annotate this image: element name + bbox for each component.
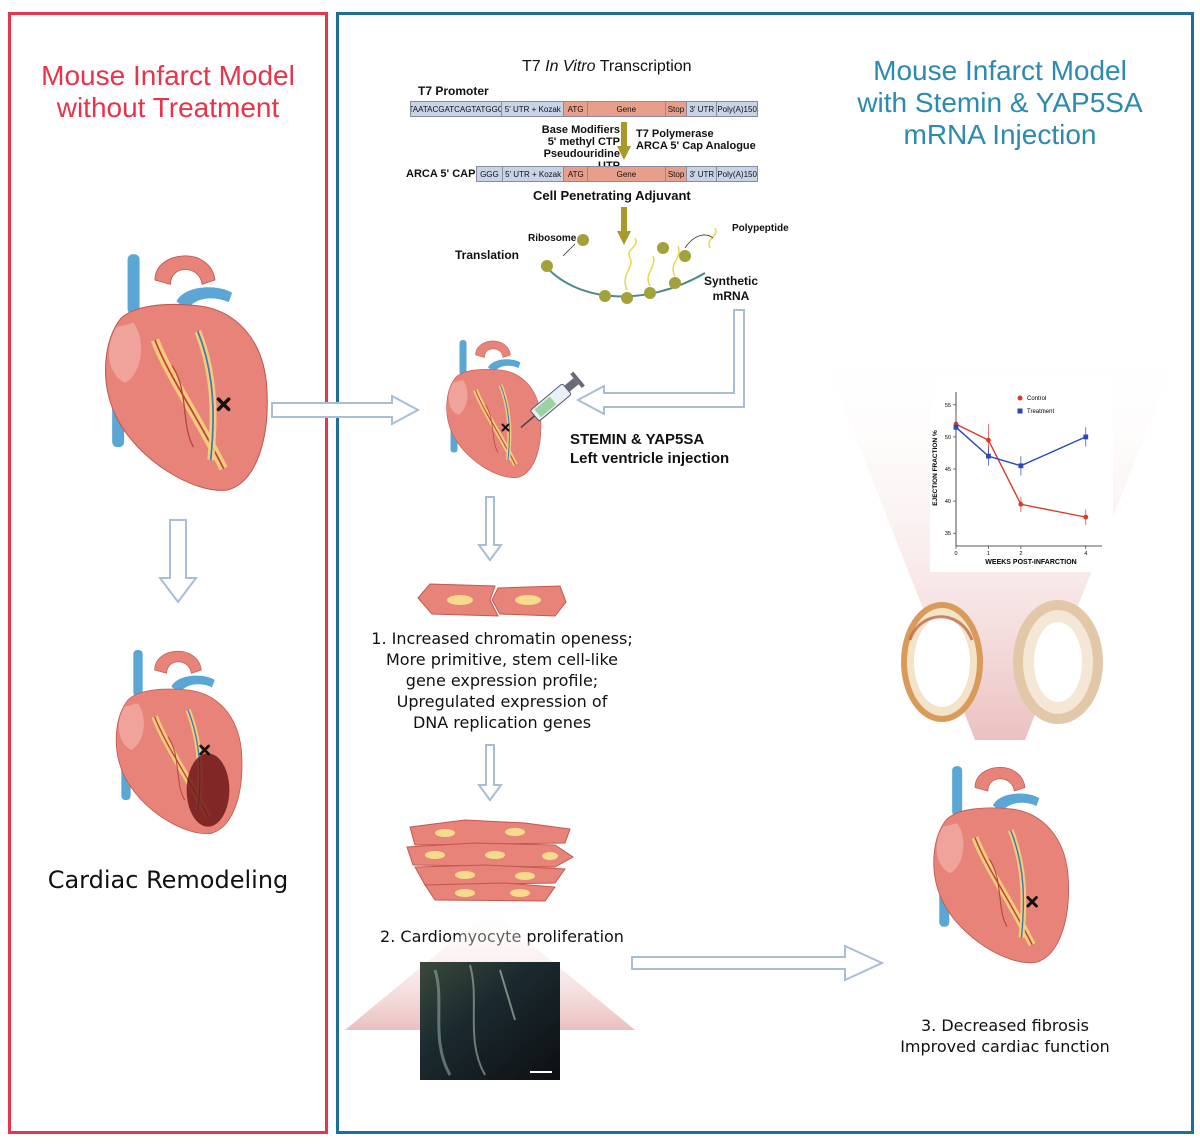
treated-title: Mouse Infarct Model with Stemin & YAP5SA…	[830, 55, 1170, 151]
adjuvant-arrow	[617, 207, 631, 245]
transcription-title-prefix: T7	[522, 58, 546, 75]
chart-point-treatment	[953, 424, 959, 430]
adjuvant-label: Cell Penetrating Adjuvant	[533, 188, 691, 203]
product-gene: Gene	[588, 167, 666, 181]
injection-line-1: STEMIN & YAP5SA	[570, 431, 705, 448]
translation-label: Translation	[455, 248, 520, 262]
chart-line-treatment	[955, 426, 1087, 467]
microscopy-image	[345, 910, 635, 1080]
polypeptide-label: Polypeptide	[732, 223, 789, 234]
untreated-title: Mouse Infarct Model without Treatment	[20, 60, 316, 124]
product-ggg: GGG	[477, 167, 503, 181]
transcription-title: T7 In Vitro Transcription	[522, 58, 692, 76]
untreated-title-line-2: without Treatment	[56, 92, 280, 123]
reagent-t7-polymerase: T7 Polymerase	[636, 128, 714, 140]
chart-legend-marker-control	[1017, 395, 1023, 401]
chart-x-axis-label: WEEKS POST-INFARCTION	[985, 559, 1076, 566]
chart-y-tick-label: 55	[945, 403, 951, 409]
transcription-title-suffix: Transcription	[595, 58, 692, 75]
chart-x-tick-label: 1	[987, 551, 990, 557]
chart-y-tick-label: 40	[945, 499, 951, 505]
bar-atg: ATG	[564, 102, 588, 116]
bar-stop: Stop	[665, 102, 688, 116]
reagent-base-modifiers: Base Modifiers	[541, 124, 620, 136]
bar-3utr: 3' UTR	[687, 102, 718, 116]
heart-remodeled-icon	[108, 640, 248, 840]
right-reagents: T7 Polymerase ARCA 5' Cap Analogue	[636, 128, 756, 152]
translation-illustration	[541, 228, 717, 304]
step3-line-2: Improved cardiac function	[900, 1037, 1110, 1056]
step3-line-1: 3. Decreased fibrosis	[921, 1016, 1089, 1035]
injection-line-2: Left ventricle injection	[570, 450, 730, 467]
chart-y-tick-label: 35	[945, 531, 951, 537]
reagent-arca-cap: ARCA 5' Cap Analogue	[636, 140, 756, 152]
product-mrna-bar: GGG 5' UTR + Kozak ATG Gene Stop 3' UTR …	[476, 166, 758, 182]
chart-x-tick-label: 4	[1084, 551, 1087, 557]
cardiomyocyte-icon	[417, 583, 567, 617]
chart-y-tick-label: 50	[945, 435, 951, 441]
bar-5utr: 5' UTR + Kozak	[502, 102, 565, 116]
chart-x-tick-label: 0	[954, 551, 957, 557]
template-dna-bar: TAATACGATCAGTATGGG 5' UTR + Kozak ATG Ge…	[410, 101, 758, 117]
step1-text: 1. Increased chromatin openess; More pri…	[352, 628, 652, 733]
cardiac-remodeling-label: Cardiac Remodeling	[47, 866, 289, 894]
treated-title-line-3: mRNA Injection	[903, 119, 1097, 150]
untreated-title-line-1: Mouse Infarct Model	[41, 60, 295, 91]
reagent-arrow	[617, 122, 631, 160]
product-5utr: 5' UTR + Kozak	[502, 167, 565, 181]
chart-legend-label-control: Control	[1027, 396, 1046, 402]
mrna-line-2: mRNA	[712, 289, 750, 303]
left-reagents: Base Modifiers 5' methyl CTP Pseudouridi…	[530, 124, 620, 172]
chart-x-tick-label: 2	[1019, 551, 1022, 557]
chart-y-axis-label: EJECTION FRACTION %	[932, 430, 939, 506]
syringe-icon	[520, 371, 585, 429]
heart-sections-image	[901, 600, 1103, 724]
ribosome-label: Ribosome	[528, 233, 577, 244]
step3-text: 3. Decreased fibrosis Improved cardiac f…	[885, 1015, 1125, 1057]
proliferating-cells-icon	[406, 819, 574, 902]
transcription-title-italic: In Vitro	[545, 58, 596, 75]
mrna-line-1: Synthetic	[704, 274, 759, 288]
product-atg: ATG	[564, 167, 589, 181]
step1-line-2: More primitive, stem cell-like	[385, 650, 619, 669]
treated-title-line-1: Mouse Infarct Model	[873, 55, 1127, 86]
chart-point-treatment	[986, 453, 991, 459]
promoter-label: T7 Promoter	[418, 84, 489, 98]
reagent-methyl-ctp: 5' methyl CTP	[547, 136, 620, 148]
bar-polya: Poly(A)150	[717, 102, 757, 116]
cap-label: ARCA 5' CAP	[406, 168, 476, 180]
chart-point-control	[1083, 514, 1089, 520]
step1-line-5: DNA replication genes	[412, 713, 592, 732]
step1-line-3: gene expression profile;	[405, 671, 599, 690]
chart-point-treatment	[1083, 434, 1089, 440]
injection-label: STEMIN & YAP5SA Left ventricle injection	[570, 430, 729, 468]
treated-panel	[336, 12, 1194, 1134]
bar-promoter-seq: TAATACGATCAGTATGGG	[411, 102, 503, 116]
chart-point-control	[986, 437, 991, 443]
synthetic-mrna-label: Synthetic mRNA	[704, 274, 758, 304]
chart-legend-marker-treatment	[1017, 408, 1023, 414]
chart-point-control	[1018, 501, 1024, 507]
heart-untreated-icon	[95, 240, 275, 500]
product-polya: Poly(A)150	[717, 167, 757, 181]
product-stop: Stop	[665, 167, 688, 181]
product-3utr: 3' UTR	[687, 167, 718, 181]
heart-treated-icon	[925, 740, 1075, 985]
untreated-panel	[8, 12, 328, 1134]
step1-line-4: Upregulated expression of	[396, 692, 608, 711]
chart-legend-label-treatment: Treatment	[1027, 409, 1054, 415]
bar-gene: Gene	[587, 102, 666, 116]
treated-title-line-2: with Stemin & YAP5SA	[857, 87, 1143, 118]
chart-line-control	[955, 423, 1086, 518]
chart-y-tick-label: 45	[945, 467, 951, 473]
chart-point-treatment	[1018, 463, 1024, 469]
step1-line-1: 1. Increased chromatin openess;	[371, 629, 633, 648]
